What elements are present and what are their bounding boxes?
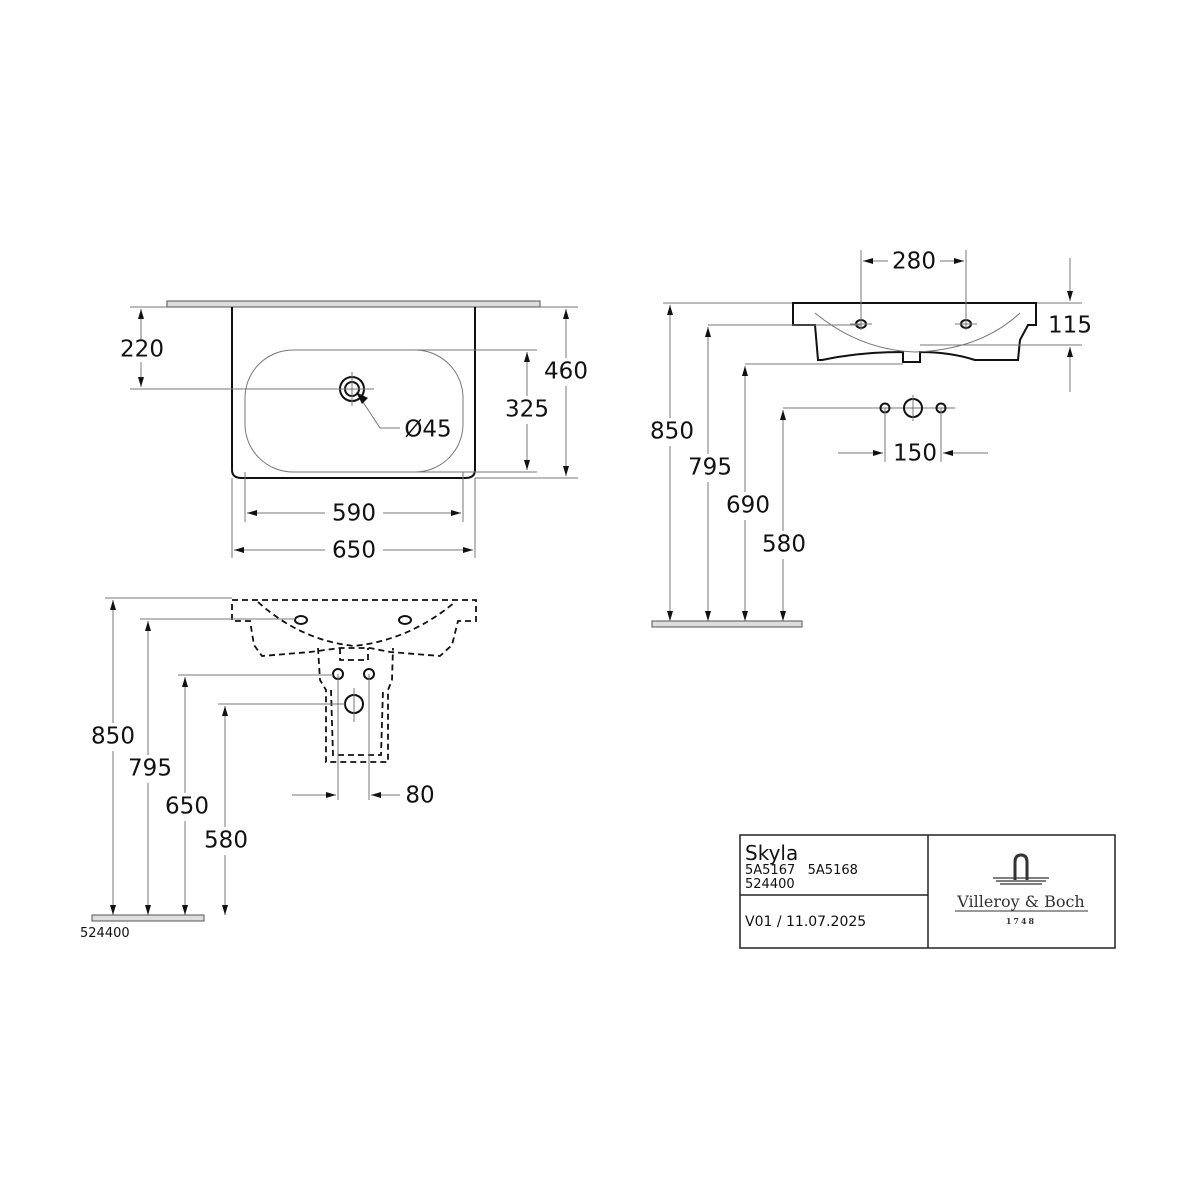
brand-logo: Villeroy & Boch 1748 [955,853,1088,926]
pedestal-code: 524400 [745,877,795,892]
dim-580: 580 [762,532,806,558]
dim-rim-height: 115 [1048,313,1092,339]
dim-tap-hole: Ø45 [404,417,451,443]
basin-outline [231,307,476,479]
dim-tap-offset: 220 [120,337,164,363]
basin-outline-hidden [231,599,477,657]
brand-year: 1748 [1006,916,1036,926]
bowl-outline [244,349,464,473]
title-block: Skyla 5A5167 5A5168 524400 V01 / 11.07.2… [739,834,1116,949]
dim-580: 580 [204,828,248,854]
product-codes: 5A5167 5A5168 [745,863,858,878]
floor [651,620,803,628]
floor [91,914,205,922]
front-view: 850 795 650 580 80 524400 [80,597,477,941]
pedestal-outline [317,647,394,763]
wall [166,300,541,308]
dim-bowl-depth: 325 [505,397,549,423]
dim-690: 690 [726,493,770,519]
product-name: Skyla [745,841,798,865]
top-view: 220 460 325 Ø45 590 650 [120,300,588,564]
dim-tap-spacing: 280 [892,249,936,275]
dim-width: 650 [332,538,376,564]
dim-795: 795 [688,455,732,481]
dim-depth: 460 [544,359,588,385]
dim-795: 795 [128,756,172,782]
version-date: V01 / 11.07.2025 [745,914,866,930]
side-view: 280 115 850 795 690 580 150 [650,249,1092,628]
basin-profile [792,302,1037,363]
pedestal-code: 524400 [80,926,130,941]
dim-150: 150 [893,441,937,467]
dim-850: 850 [91,724,135,750]
dim-bowl-width: 590 [332,501,376,527]
dim-850: 850 [650,419,694,445]
dim-650: 650 [165,794,209,820]
brand-name: Villeroy & Boch [956,892,1084,911]
dim-80: 80 [405,783,434,809]
